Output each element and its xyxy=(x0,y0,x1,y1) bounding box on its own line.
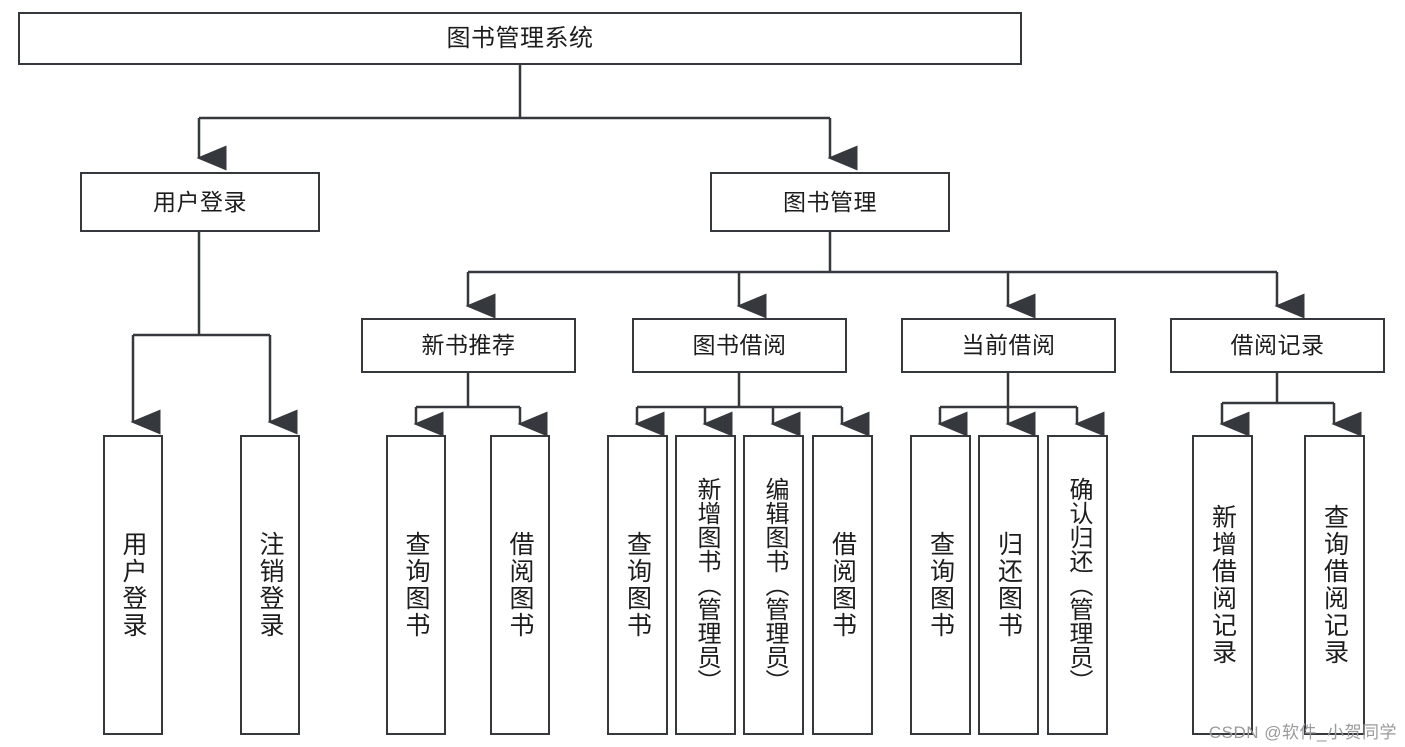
node-leaf-user-login-label: 用户登录 xyxy=(119,531,147,639)
node-leaf-borrow-add-book[interactable]: 新增图书（管理员） xyxy=(675,435,736,735)
node-leaf-current-return-book-label: 归还图书 xyxy=(994,531,1023,639)
watermark-text: CSDN @软件_小贺同学 xyxy=(1208,723,1397,742)
node-root-system-label: 图书管理系统 xyxy=(446,24,594,52)
node-leaf-user-login[interactable]: 用户登录 xyxy=(103,435,163,735)
node-root-system[interactable]: 图书管理系统 xyxy=(18,12,1022,65)
node-borrow-record[interactable]: 借阅记录 xyxy=(1170,318,1385,373)
node-leaf-borrow-add-book-label: 新增图书（管理员） xyxy=(692,477,720,693)
node-leaf-borrow-borrow-book[interactable]: 借阅图书 xyxy=(812,435,873,735)
node-leaf-newbook-borrow-book[interactable]: 借阅图书 xyxy=(490,435,550,735)
node-new-book-recommend[interactable]: 新书推荐 xyxy=(361,318,576,373)
node-leaf-current-query-book-label: 查询图书 xyxy=(926,531,955,639)
node-new-book-recommend-label: 新书推荐 xyxy=(421,332,516,359)
node-user-login-label: 用户登录 xyxy=(153,188,247,215)
node-leaf-record-query-label: 查询借阅记录 xyxy=(1320,504,1349,666)
node-leaf-record-add-label: 新增借阅记录 xyxy=(1208,504,1237,666)
node-leaf-newbook-query-book-label: 查询图书 xyxy=(402,531,430,639)
node-leaf-record-add[interactable]: 新增借阅记录 xyxy=(1192,435,1253,735)
node-current-borrow[interactable]: 当前借阅 xyxy=(901,318,1116,373)
node-book-management[interactable]: 图书管理 xyxy=(710,172,950,232)
node-user-login[interactable]: 用户登录 xyxy=(80,172,320,232)
node-borrow-record-label: 借阅记录 xyxy=(1230,332,1325,359)
node-current-borrow-label: 当前借阅 xyxy=(961,332,1056,359)
node-leaf-borrow-edit-book[interactable]: 编辑图书（管理员） xyxy=(743,435,804,735)
node-leaf-current-return-book[interactable]: 归还图书 xyxy=(978,435,1039,735)
node-leaf-borrow-query-book[interactable]: 查询图书 xyxy=(607,435,668,735)
node-leaf-borrow-query-book-label: 查询图书 xyxy=(623,531,652,639)
node-leaf-newbook-borrow-book-label: 借阅图书 xyxy=(506,531,534,639)
node-leaf-logout[interactable]: 注销登录 xyxy=(240,435,300,735)
node-book-borrow[interactable]: 图书借阅 xyxy=(632,318,847,373)
node-leaf-logout-label: 注销登录 xyxy=(256,531,284,639)
node-leaf-record-query[interactable]: 查询借阅记录 xyxy=(1304,435,1365,735)
node-leaf-current-query-book[interactable]: 查询图书 xyxy=(910,435,971,735)
node-leaf-borrow-borrow-book-label: 借阅图书 xyxy=(828,531,857,639)
node-book-borrow-label: 图书借阅 xyxy=(692,332,787,359)
node-leaf-newbook-query-book[interactable]: 查询图书 xyxy=(386,435,446,735)
node-leaf-current-confirm-return[interactable]: 确认归还（管理员） xyxy=(1047,435,1108,735)
node-leaf-current-confirm-return-label: 确认归还（管理员） xyxy=(1064,477,1092,693)
node-book-management-label: 图书管理 xyxy=(783,188,877,215)
node-leaf-borrow-edit-book-label: 编辑图书（管理员） xyxy=(760,477,788,693)
